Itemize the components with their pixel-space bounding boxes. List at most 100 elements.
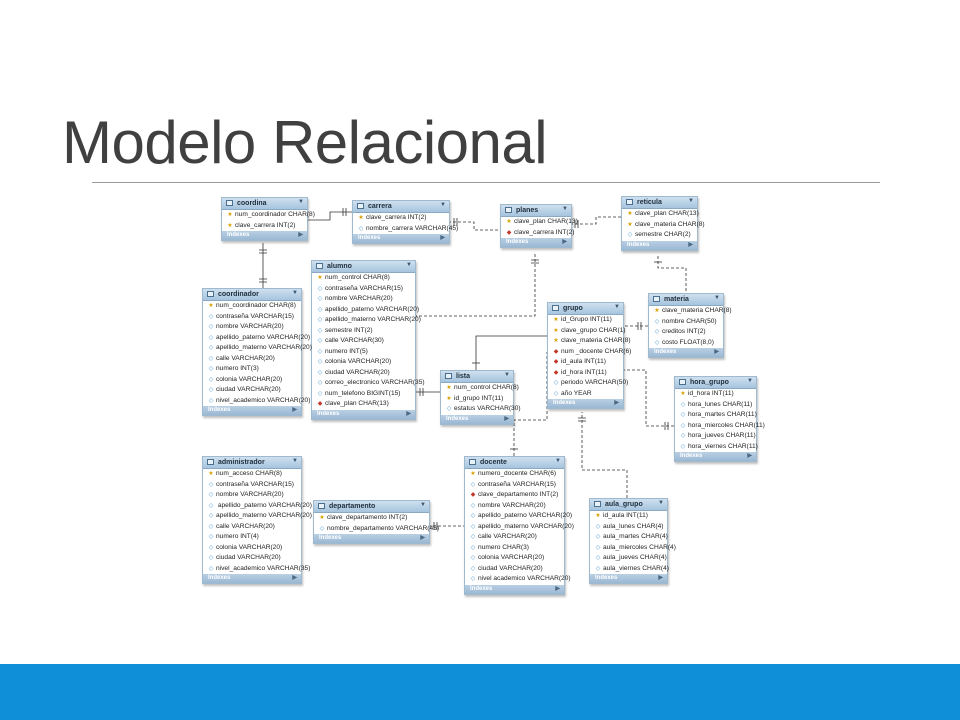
indexes-bar[interactable]: Indexes▶ [203,574,301,583]
indexes-bar[interactable]: Indexes▶ [649,348,723,357]
rel-reticula-materia [657,256,687,293]
collapse-arrow-icon[interactable]: ▼ [504,372,510,378]
expand-arrow-icon[interactable]: ▶ [614,400,619,406]
expand-arrow-icon[interactable]: ▶ [292,407,297,413]
table-header[interactable]: lista▼ [441,371,513,383]
table-planes[interactable]: planes▼★clave_plan CHAR(13)◆clave_carrer… [500,204,578,248]
table-name: hora_grupo [690,378,729,386]
expand-arrow-icon[interactable]: ▶ [714,349,719,355]
table-grupo[interactable]: grupo▼★id_Grupo INT(11)★clave_grupo CHAR… [547,302,631,409]
column-icon: ◇ [208,345,214,351]
indexes-bar[interactable]: Indexes▶ [312,409,415,419]
indexes-bar[interactable]: Indexes▶ [314,534,429,543]
table-header[interactable]: hora_grupo ▼ [675,377,756,389]
collapse-arrow-icon[interactable]: ▼ [614,304,620,310]
table-header[interactable]: materia▼ [649,294,723,306]
table-materia[interactable]: materia▼★clave_materia CHAR(8)◇nombre CH… [648,293,732,358]
indexes-bar[interactable]: Indexes▶ [590,574,667,583]
table-header[interactable]: alumno▼ [312,261,415,273]
table-docente[interactable]: docente▼★numero_docente CHAR(6)◇contrase… [464,456,574,595]
expand-arrow-icon[interactable]: ▶ [298,232,303,238]
column-label: apellido_materno VARCHAR(20) [216,344,312,351]
column-icon: ◇ [627,232,633,238]
table-header[interactable]: departamento▼ [314,501,429,513]
expand-arrow-icon[interactable]: ▶ [440,235,445,241]
table-carrera[interactable]: carrera▼★clave_carrera INT(2)◇nombre_car… [352,200,458,244]
column-label: clave_grupo CHAR(1) [561,326,626,334]
indexes-bar[interactable]: Indexes ▶ [353,234,449,243]
collapse-arrow-icon[interactable]: ▼ [714,295,720,301]
indexes-bar[interactable]: Indexes▶ [441,414,513,424]
table-header[interactable]: aula_grupo▼ [590,499,667,511]
table-hora-grupo[interactable]: hora_grupo▼★id_hora INT(11)◇hora_lunes C… [674,376,765,462]
column-row: ◇nombre VARCHAR(20) [203,490,301,501]
table-header[interactable]: carrera▼ [353,201,449,213]
table-header[interactable]: docente▼ [465,457,564,469]
table-reticula[interactable]: reticula▼★clave_plan CHAR(13)★clave_mate… [621,196,705,251]
table-aula-grupo[interactable]: aula_grupo▼★id_aula INT(11)◇aula_lunes C… [589,498,676,584]
column-label: colonia VARCHAR(20) [325,358,392,365]
collapse-arrow-icon[interactable]: ▼ [292,458,298,464]
indexes-bar[interactable]: Indexes▶ [465,584,564,594]
table-icon [469,459,476,465]
column-icon: ◇ [595,534,601,540]
column-row: ◇hora_martes CHAR(11) [675,410,757,421]
column-row: ◇nombre VARCHAR(20) [465,501,564,512]
collapse-arrow-icon[interactable]: ▼ [292,290,298,296]
table-header[interactable]: grupo▼ [548,303,623,315]
expand-arrow-icon[interactable]: ▶ [420,535,425,541]
primary-key-icon: ★ [553,338,559,344]
expand-arrow-icon[interactable]: ▶ [504,415,509,422]
column-row: ★num_coordinador CHAR(8) [222,210,315,221]
table-lista[interactable]: lista▼★num_control CHAR(8)★id_grupo INT(… [440,370,521,425]
column-label: nombre VARCHAR(20) [216,323,284,330]
column-icon: ◇ [208,513,214,519]
column-icon: ◇ [470,523,476,530]
column-label: apellido_materno VARCHAR(20) [478,522,574,530]
expand-arrow-icon[interactable]: ▶ [292,575,297,581]
expand-arrow-icon[interactable]: ▶ [747,453,752,459]
table-header[interactable]: reticula▼ [622,197,697,209]
column-row: ◆clave_carrera INT(2) [501,228,575,239]
expand-arrow-icon[interactable]: ▶ [562,239,567,245]
primary-key-icon: ★ [627,221,633,228]
collapse-arrow-icon[interactable]: ▼ [555,458,561,464]
table-header[interactable]: administrador▼ [203,457,301,469]
indexes-bar[interactable]: Indexes▶ [501,238,571,247]
table-header[interactable]: planes▼ [501,205,571,217]
collapse-arrow-icon[interactable]: ▼ [688,198,694,204]
table-departamento[interactable]: departamento▼★clave_departamento INT(2)◇… [313,500,439,544]
collapse-arrow-icon[interactable]: ▼ [420,502,426,508]
collapse-arrow-icon[interactable]: ▼ [747,378,753,384]
column-label: semestre INT(2) [325,326,373,334]
collapse-arrow-icon[interactable]: ▼ [658,500,664,506]
column-label: numero INT(3) [216,365,259,372]
table-administrador[interactable]: administrador▼★num_acceso CHAR(8)◇contra… [202,456,312,584]
expand-arrow-icon[interactable]: ▶ [555,585,560,592]
collapse-arrow-icon[interactable]: ▼ [440,202,446,208]
collapse-arrow-icon[interactable]: ▼ [562,206,568,212]
foreign-key-icon: ◆ [553,359,559,365]
column-icon: ◇ [208,555,214,561]
collapse-arrow-icon[interactable]: ▼ [406,262,412,268]
indexes-label: Indexes [358,235,381,241]
column-label: apellido_materno VARCHAR(20) [325,316,421,323]
collapse-arrow-icon[interactable]: ▼ [298,199,304,205]
indexes-bar[interactable]: Indexes▶ [203,406,301,415]
column-label: aula_miercoles CHAR(4) [603,543,676,551]
column-row: ◇nombre VARCHAR(20) [312,294,415,305]
table-alumno[interactable]: alumno▼★num_control CHAR(8)◇contraseña V… [311,260,425,420]
table-header[interactable]: coordinador▼ [203,289,301,301]
indexes-bar[interactable]: Indexes▶ [622,240,697,250]
expand-arrow-icon[interactable]: ▶ [406,410,411,417]
expand-arrow-icon[interactable]: ▶ [688,241,693,248]
table-coordinador[interactable]: coordinador▼★num_coordinador CHAR(8)◇con… [202,288,312,416]
indexes-bar[interactable]: Indexes▶ [675,452,756,461]
expand-arrow-icon[interactable]: ▶ [658,575,663,581]
column-row: ◇semestre CHAR(2) [622,230,697,241]
indexes-bar[interactable]: Indexes▶ [548,399,623,408]
table-coordina[interactable]: coordina▼★num_coordinador CHAR(8)★clave_… [221,197,315,241]
table-header[interactable]: coordina▼ [222,198,307,210]
column-label: clave_carrera INT(2) [235,221,296,229]
indexes-bar[interactable]: Indexes▶ [222,231,307,240]
